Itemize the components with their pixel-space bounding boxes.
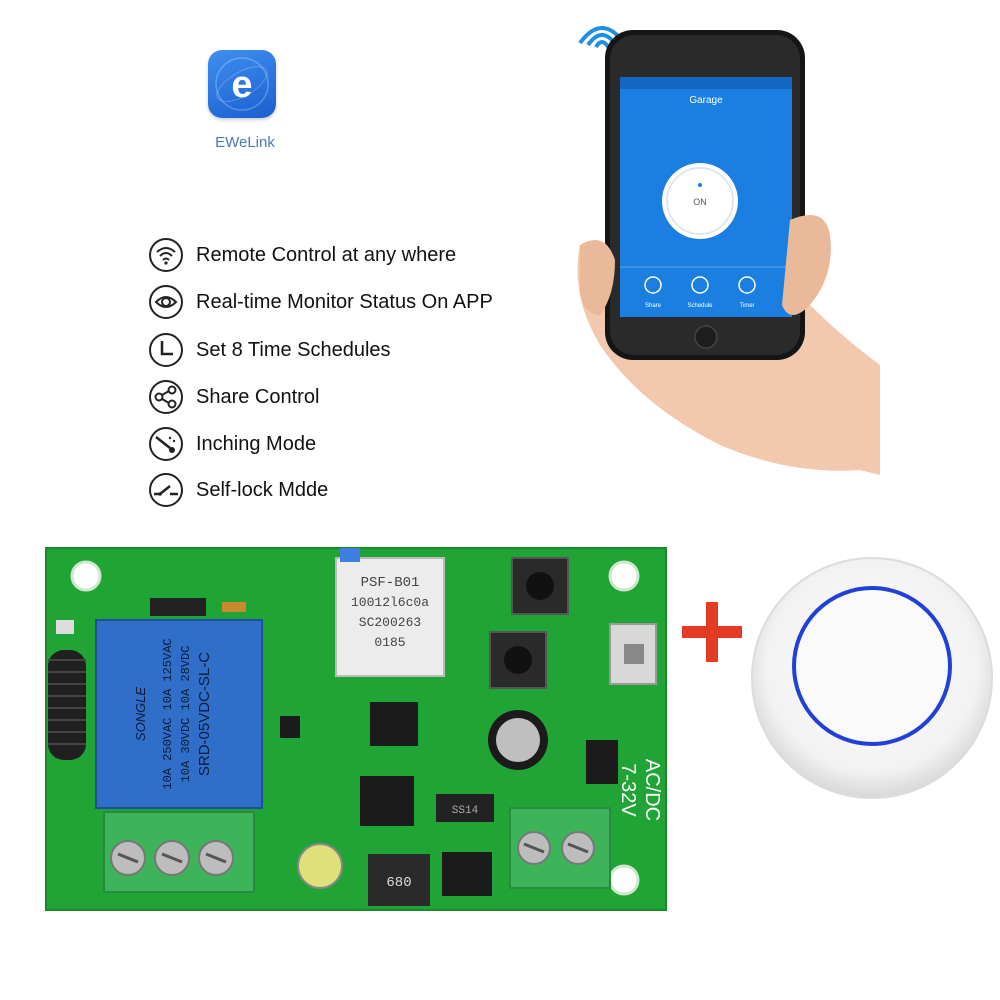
relay-brand: SONGLE (133, 687, 148, 742)
app-on-button[interactable]: ON (693, 197, 707, 207)
feature-text: Remote Control at any where (196, 243, 457, 266)
antenna-coil (48, 650, 86, 760)
voltage-label: AC/DC (641, 759, 663, 821)
wifi-icon (149, 238, 183, 272)
inductor-label: 680 (386, 875, 411, 891)
logo-letter: e (231, 64, 252, 106)
feature-item: Share Control (148, 378, 319, 416)
module-line-1: PSF-B01 (361, 575, 420, 591)
tab-schedule[interactable]: Schedule (687, 303, 713, 309)
module-line-4: 0185 (374, 635, 405, 650)
relay-pcb-board: SONGLE 10A 250VAC 10A 125VAC 10A 30VDC 1… (45, 547, 667, 911)
tact-button-1 (511, 557, 569, 615)
phone-in-hand: Garage ON Share Schedule Timer (577, 26, 880, 475)
tab-share[interactable]: Share (645, 303, 662, 309)
feature-item: Self-lock Mdde (148, 471, 328, 509)
schedule-tab-icon[interactable] (691, 276, 709, 294)
timer-tab-icon[interactable] (738, 276, 756, 294)
feature-text: Real-time Monitor Status On APP (196, 290, 493, 313)
ewelink-logo: e (208, 50, 276, 118)
app-title: Garage (689, 95, 723, 106)
relay-model: SRD-05VDC-SL-C (196, 652, 213, 776)
tab-timer[interactable]: Timer (739, 303, 754, 309)
self-lock-switch-icon (149, 473, 183, 507)
module-line-2: 10012l6c0a (351, 595, 429, 610)
share-tab-icon[interactable] (644, 276, 662, 294)
module-line-3: SC200263 (359, 615, 421, 630)
feature-item: Set 8 Time Schedules (148, 331, 391, 369)
feature-text: Share Control (196, 385, 320, 408)
logo-label: EWeLink (215, 134, 275, 151)
feature-text: Set 8 Time Schedules (196, 338, 391, 361)
wifi-module: PSF-B01 10012l6c0a SC200263 0185 (335, 548, 445, 677)
relay: SONGLE 10A 250VAC 10A 125VAC 10A 30VDC 1… (95, 619, 263, 809)
feature-item: Remote Control at any where (148, 236, 456, 274)
feature-text: Self-lock Mdde (196, 478, 329, 501)
terminal-block-3pin (103, 811, 255, 893)
monitor-status-icon (149, 285, 183, 319)
wireless-remote-button (751, 557, 993, 799)
ewelink-logo-icon: e (215, 57, 269, 111)
share-icon (149, 380, 183, 414)
feature-item: Inching Mode (148, 425, 316, 463)
clock-icon (149, 333, 183, 367)
feature-text: Inching Mode (196, 432, 317, 455)
relay-spec-2: 10A 30VDC 10A 28VDC (179, 646, 193, 783)
remote-blue-ring (792, 586, 952, 746)
relay-spec-1: 10A 250VAC 10A 125VAC (161, 638, 175, 789)
terminal-block-2pin (509, 807, 611, 889)
plus-icon (682, 602, 742, 662)
voltage-range: 7-32V (617, 763, 639, 817)
diode-label: SS14 (452, 805, 479, 817)
inching-icon (149, 427, 183, 461)
feature-item: Real-time Monitor Status On APP (148, 283, 493, 321)
